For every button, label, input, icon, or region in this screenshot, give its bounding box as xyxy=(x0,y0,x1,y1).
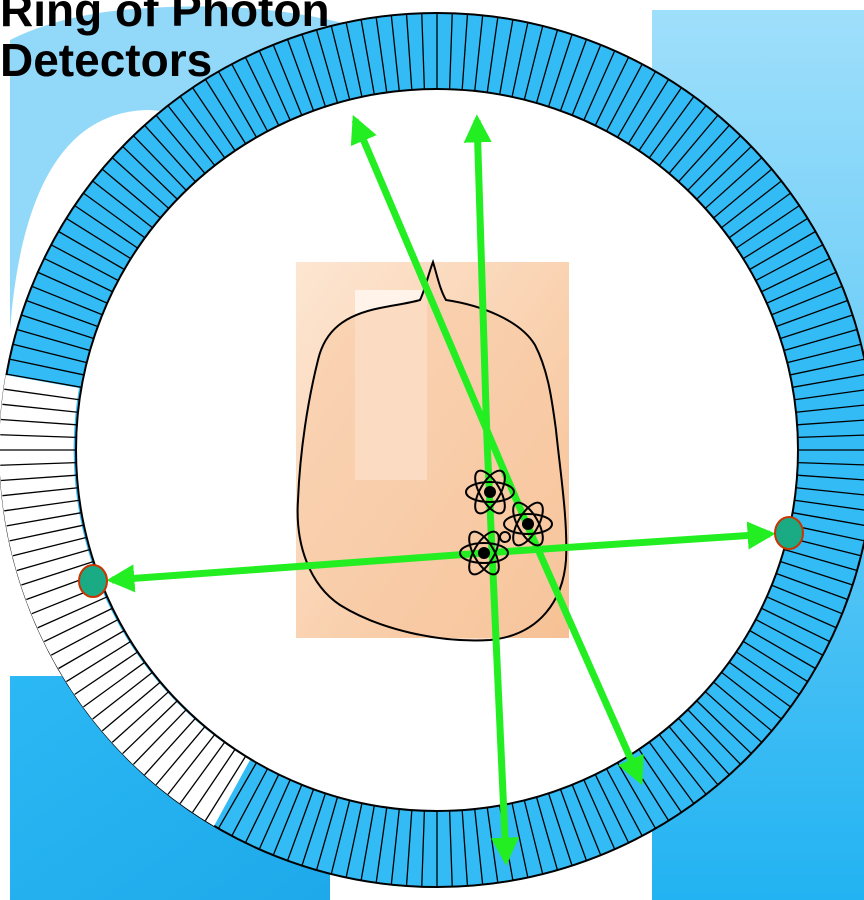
patient-phantom xyxy=(296,262,569,640)
detector-hit-icon xyxy=(79,565,107,597)
detector-hit-icon xyxy=(775,517,803,549)
title-line-2: Detectors xyxy=(0,34,212,86)
title-line-1: Ring of Photon xyxy=(0,0,330,36)
